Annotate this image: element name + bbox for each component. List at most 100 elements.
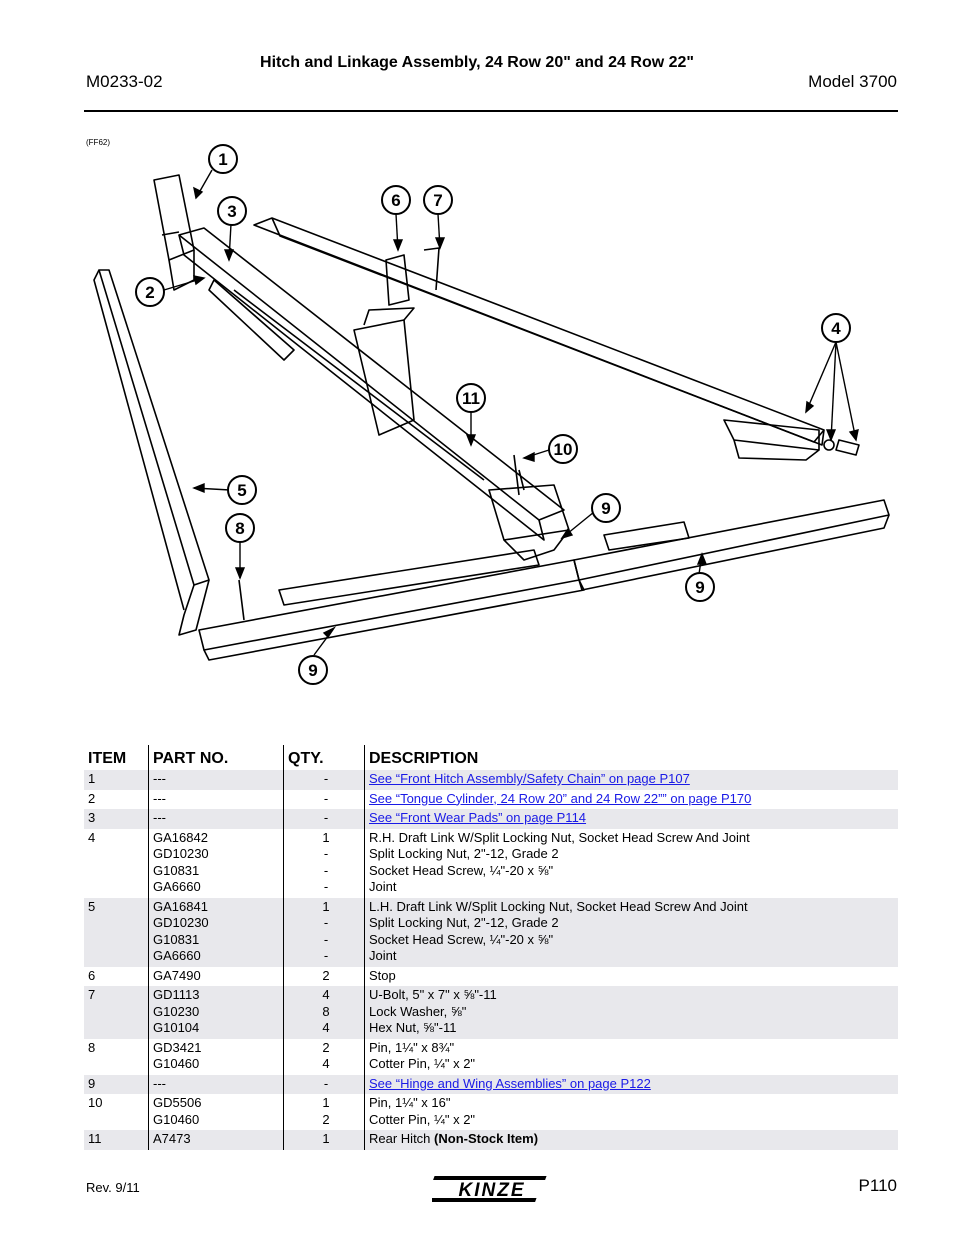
- description-cell: Pin, 1¼" x 16"Cotter Pin, ¼" x 2": [364, 1094, 898, 1130]
- quantity-cell: -: [283, 770, 365, 790]
- svg-text:5: 5: [237, 481, 246, 500]
- svg-text:7: 7: [433, 191, 442, 210]
- callout-9c: 9: [298, 655, 328, 685]
- svg-text:10: 10: [554, 440, 573, 459]
- part-number: GD3421: [153, 1039, 202, 1055]
- quantity: 4: [322, 987, 330, 1002]
- callout-11: 11: [456, 383, 486, 413]
- svg-text:11: 11: [462, 389, 480, 408]
- callout-8: 8: [225, 513, 255, 543]
- item-number: 10: [88, 1095, 103, 1110]
- item-number: 9: [84, 1074, 149, 1094]
- callout-3: 3: [217, 196, 247, 226]
- quantity: -: [323, 948, 329, 963]
- col-header-part: PART NO.: [148, 745, 284, 770]
- description: Cotter Pin, ¼" x 2": [369, 1111, 476, 1127]
- quantity-cell: -: [283, 809, 365, 829]
- description: Split Locking Nut, 2"-12, Grade 2: [369, 846, 559, 861]
- svg-text:1: 1: [218, 150, 227, 169]
- description: L.H. Draft Link W/Split Locking Nut, Soc…: [369, 898, 748, 914]
- description: Joint: [369, 948, 397, 963]
- part-number: A7473: [153, 1131, 191, 1146]
- quantity-cell: 1---: [283, 828, 365, 898]
- part-number: GA7490: [153, 967, 201, 983]
- table-row: 9----See “Hinge and Wing Assemblies” on …: [84, 1074, 898, 1094]
- quantity-cell: -: [283, 1074, 365, 1094]
- table-row: 1----See “Front Hitch Assembly/Safety Ch…: [84, 770, 898, 790]
- part-number: GD10230: [153, 915, 209, 930]
- part-number-cell: ---: [148, 789, 284, 809]
- description: Pin, 1¼" x 8¾": [369, 1039, 455, 1055]
- page-reference-link[interactable]: See “Front Wear Pads” on page P114: [369, 810, 587, 825]
- callout-5: 5: [227, 475, 257, 505]
- page-reference-link[interactable]: See “Tongue Cylinder, 24 Row 20” and 24 …: [369, 790, 752, 806]
- description-cell: L.H. Draft Link W/Split Locking Nut, Soc…: [364, 897, 898, 967]
- pin-10: [513, 454, 520, 496]
- description-cell: See “Front Hitch Assembly/Safety Chain” …: [364, 770, 898, 790]
- svg-text:3: 3: [227, 202, 236, 221]
- quantity: -: [323, 915, 329, 930]
- page-reference-link[interactable]: See “Front Hitch Assembly/Safety Chain” …: [369, 771, 690, 786]
- figure-code: (FF62): [86, 138, 110, 147]
- callout-6: 6: [381, 185, 411, 215]
- quantity-cell: -: [283, 789, 365, 809]
- item-number: 11: [84, 1130, 149, 1150]
- description: U-Bolt, 5" x 7" x ⅝"-11: [369, 987, 497, 1002]
- tongue-beam: [178, 227, 565, 521]
- front-hitch: [153, 174, 195, 261]
- quantity: 1: [322, 829, 330, 845]
- stop-plate: [385, 254, 410, 306]
- page-number: P110: [858, 1176, 897, 1195]
- table-row: 2----See “Tongue Cylinder, 24 Row 20” an…: [84, 789, 898, 809]
- quantity: -: [323, 1075, 329, 1091]
- revision-label: Rev. 9/11: [86, 1180, 140, 1195]
- part-number: GD5506: [153, 1095, 202, 1110]
- quantity: -: [323, 790, 329, 806]
- page-reference-link[interactable]: See “Hinge and Wing Assemblies” on page …: [369, 1075, 651, 1091]
- part-number: GD10230: [153, 846, 209, 861]
- quantity: -: [323, 771, 329, 786]
- part-number: GA6660: [153, 948, 201, 963]
- part-number: GA16841: [153, 898, 208, 914]
- description-text: Rear Hitch: [369, 1131, 435, 1146]
- quantity: 2: [322, 1111, 330, 1127]
- col-header-item: ITEM: [88, 750, 127, 767]
- item-number: 6: [88, 967, 96, 983]
- svg-text:8: 8: [235, 519, 244, 538]
- rear-toolbar-right: [573, 499, 890, 581]
- description-cell: Stop: [364, 966, 898, 986]
- part-number-cell: ---: [148, 809, 284, 829]
- description-cell: See “Hinge and Wing Assemblies” on page …: [364, 1074, 898, 1094]
- part-number-cell: ---: [148, 770, 284, 790]
- col-header-desc: DESCRIPTION: [364, 745, 898, 770]
- description: Socket Head Screw, ¼"-20 x ⅝": [369, 931, 554, 947]
- part-number-cell: A7473: [148, 1130, 284, 1150]
- description: Rear Hitch (Non-Stock Item): [369, 1131, 898, 1148]
- quantity-cell: 1: [283, 1130, 365, 1150]
- item-number: 7: [84, 986, 149, 1039]
- description-cell: Rear Hitch (Non-Stock Item): [364, 1130, 898, 1150]
- part-number: ---: [153, 1075, 166, 1091]
- item-number: 4: [88, 829, 96, 845]
- quantity-cell: 2: [283, 966, 365, 986]
- item-number: 8: [88, 1039, 96, 1055]
- description-cell: See “Front Wear Pads” on page P114: [364, 809, 898, 829]
- svg-text:9: 9: [601, 499, 610, 518]
- part-number: G10831: [153, 931, 200, 947]
- callout-7: 7: [423, 185, 453, 215]
- description: Hex Nut, ⅝"-11: [369, 1020, 457, 1035]
- part-number: ---: [153, 810, 166, 825]
- item-number: 1: [84, 770, 149, 790]
- part-number: GA16842: [153, 829, 208, 845]
- part-number: G10831: [153, 862, 200, 878]
